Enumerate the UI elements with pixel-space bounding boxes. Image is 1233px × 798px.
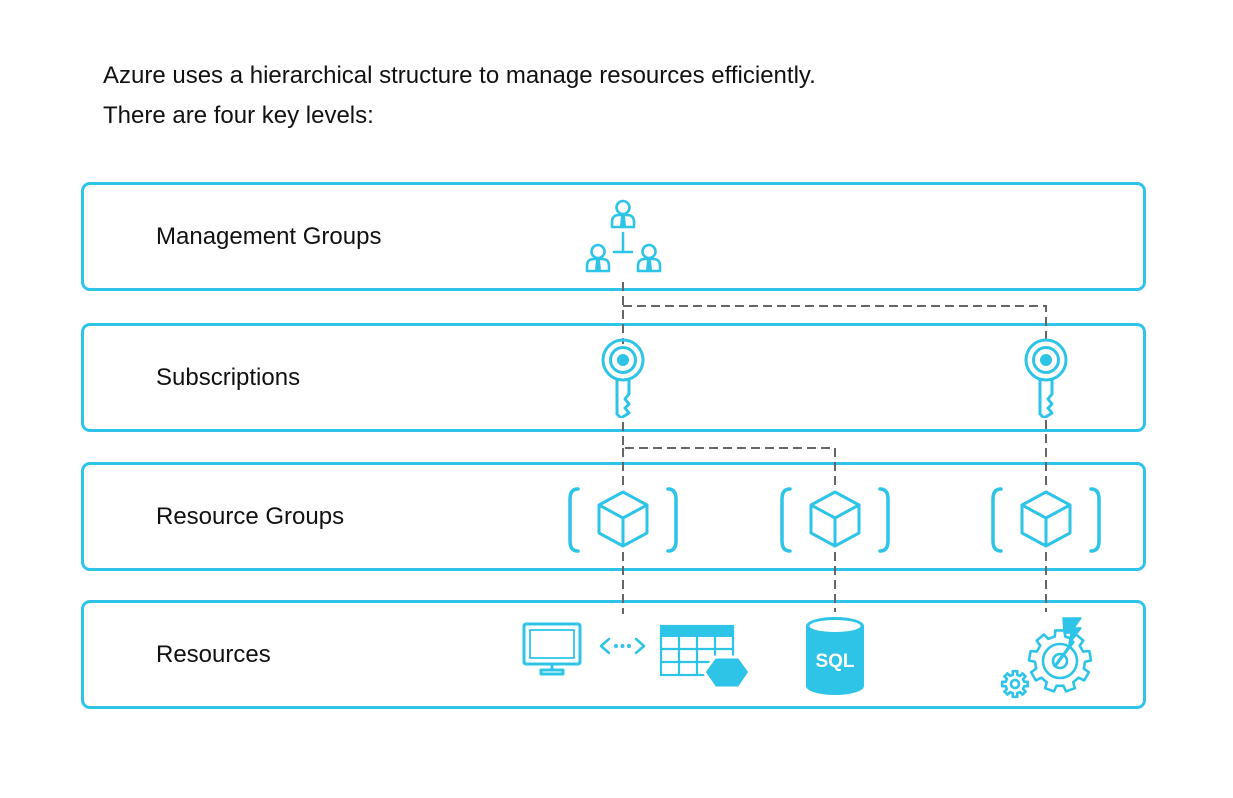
level-subscriptions: Subscriptions [81, 323, 1146, 432]
level-resources: Resources [81, 600, 1146, 709]
level-label-management-groups: Management Groups [156, 223, 382, 250]
level-management-groups: Management Groups [81, 182, 1146, 291]
level-label-resources: Resources [156, 641, 271, 668]
level-label-resource-groups: Resource Groups [156, 503, 345, 530]
intro-line-2: There are four key levels: [103, 102, 374, 129]
intro-line-1: Azure uses a hierarchical structure to m… [103, 62, 816, 89]
level-resource-groups: Resource Groups [81, 462, 1146, 571]
level-label-subscriptions: Subscriptions [156, 364, 301, 391]
intro-text: Azure uses a hierarchical structure to m… [103, 56, 816, 136]
